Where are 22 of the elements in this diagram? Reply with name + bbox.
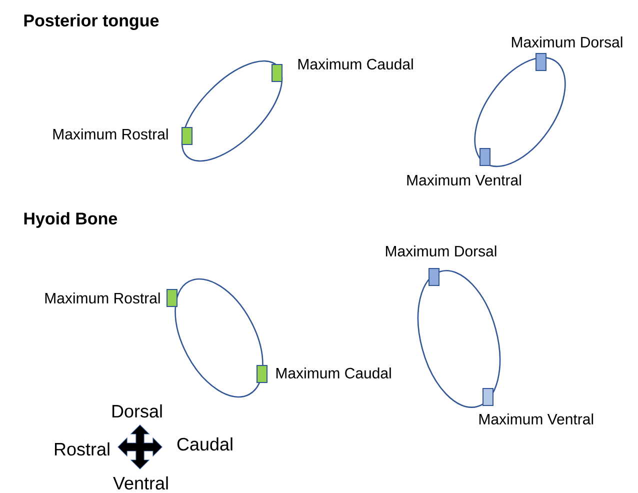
marker-box bbox=[536, 53, 546, 71]
section-heading: Posterior tongue bbox=[24, 14, 159, 30]
marker-box bbox=[428, 268, 440, 286]
direction-label: Ventral bbox=[113, 476, 168, 490]
marker-label: Maximum Dorsal bbox=[386, 246, 496, 256]
marker-box bbox=[480, 148, 490, 166]
marker-label: Maximum Caudal bbox=[276, 367, 391, 378]
marker-box bbox=[256, 365, 268, 383]
marker-label: Maximum Caudal bbox=[298, 58, 413, 70]
marker-box bbox=[482, 388, 494, 406]
direction-label: Dorsal bbox=[112, 404, 162, 418]
marker-label: Maximum Dorsal bbox=[512, 36, 622, 48]
marker-box bbox=[272, 64, 282, 82]
direction-label: Rostral bbox=[54, 442, 110, 456]
marker-label: Maximum Ventral bbox=[407, 174, 521, 186]
marker-box bbox=[182, 127, 192, 145]
direction-label: Caudal bbox=[177, 437, 232, 451]
marker-label: Maximum Ventral bbox=[479, 413, 594, 424]
marker-box bbox=[166, 289, 178, 307]
marker-label: Maximum Rostral bbox=[53, 128, 168, 140]
marker-label: Maximum Rostral bbox=[45, 292, 160, 304]
section-heading: Hyoid Bone bbox=[24, 212, 118, 228]
